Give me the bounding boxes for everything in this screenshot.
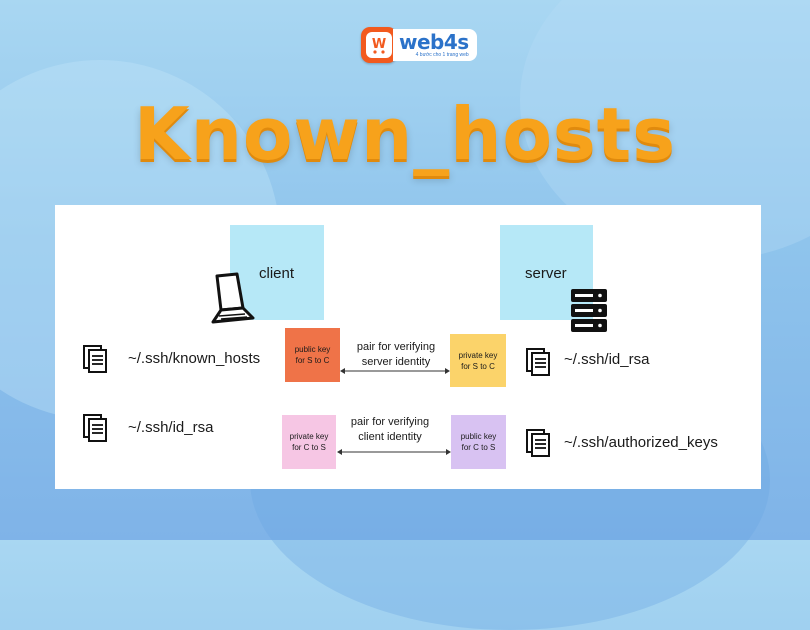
svg-text:W: W bbox=[372, 37, 386, 52]
page-title: Known_hosts bbox=[133, 92, 677, 176]
client-box bbox=[230, 225, 324, 320]
server-file-authorized-keys: ~/.ssh/authorized_keys bbox=[564, 434, 718, 451]
server-label: server bbox=[525, 265, 567, 282]
double-arrow-icon bbox=[340, 368, 450, 374]
document-icon bbox=[526, 429, 550, 457]
logo-badge: W bbox=[361, 27, 397, 63]
brand-name: web4s bbox=[399, 29, 469, 54]
laptop-icon bbox=[211, 272, 255, 324]
brand-logo[interactable]: W web4s 4 bước cho 1 trang web bbox=[361, 25, 477, 65]
document-icon bbox=[83, 345, 107, 373]
client-label: client bbox=[259, 265, 295, 282]
client-file-known-hosts: ~/.ssh/known_hosts bbox=[128, 350, 261, 367]
document-icon bbox=[526, 348, 550, 376]
server-rack-icon bbox=[571, 289, 607, 332]
logo-cart-icon: W bbox=[366, 32, 392, 58]
logo-wordmark: web4s 4 bước cho 1 trang web bbox=[393, 29, 477, 61]
document-icon bbox=[83, 414, 107, 442]
diagram-panel: client server ~/.ssh/known_hosts ~/ bbox=[55, 205, 761, 489]
brand-tagline: 4 bước cho 1 trang web bbox=[415, 51, 469, 58]
server-file-id-rsa: ~/.ssh/id_rsa bbox=[564, 351, 650, 368]
double-arrow-icon bbox=[337, 449, 451, 455]
client-file-id-rsa: ~/.ssh/id_rsa bbox=[128, 419, 214, 436]
